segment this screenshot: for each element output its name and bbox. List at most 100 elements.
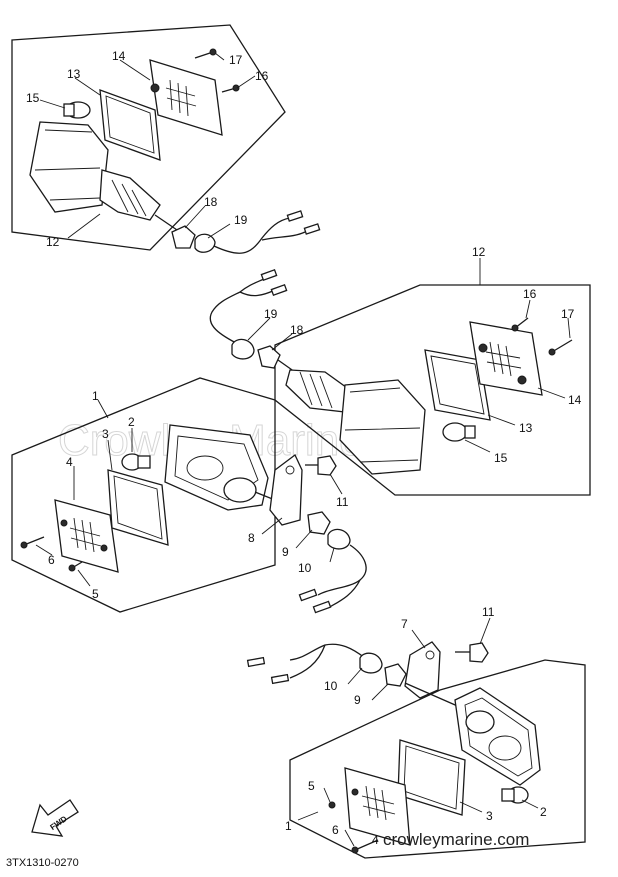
label-14: 14 xyxy=(568,393,582,407)
label-4: 4 xyxy=(372,833,379,847)
stem-threads xyxy=(111,179,147,217)
wire xyxy=(209,291,241,346)
wire xyxy=(289,644,326,679)
lens-housing xyxy=(339,379,426,475)
cover-grille-4 xyxy=(69,517,102,553)
label-19: 19 xyxy=(234,213,248,227)
cover-grille-14 xyxy=(485,341,522,377)
connector xyxy=(286,210,304,222)
wire xyxy=(317,544,367,596)
label-16: 16 xyxy=(255,69,269,83)
bulb-base-2 xyxy=(501,788,515,802)
bolt xyxy=(404,682,463,709)
fwd-arrow-icon xyxy=(31,799,79,837)
bracket-7 xyxy=(404,641,441,699)
assembly-outline xyxy=(289,659,586,859)
bracket-8 xyxy=(269,453,303,526)
nut-18 xyxy=(171,225,196,249)
stem xyxy=(99,169,161,221)
label-5: 5 xyxy=(92,587,99,601)
label-6: 6 xyxy=(48,553,55,567)
wire xyxy=(239,289,276,297)
nut-9 xyxy=(384,663,407,687)
label-17: 17 xyxy=(561,307,575,321)
label-14: 14 xyxy=(112,49,126,63)
connector xyxy=(260,268,278,282)
cover-grille-14 xyxy=(165,79,197,117)
label-11: 11 xyxy=(482,605,495,619)
gasket-3 xyxy=(397,739,466,816)
cover-4 xyxy=(54,499,119,573)
label-7: 7 xyxy=(401,617,408,631)
connector xyxy=(298,588,318,602)
cover-grille-4 xyxy=(361,785,396,821)
label-2: 2 xyxy=(540,805,547,819)
nut-9 xyxy=(307,511,331,535)
assembly-outline xyxy=(11,24,286,251)
lens-ridges xyxy=(34,129,101,201)
connector xyxy=(246,656,266,668)
label-16: 16 xyxy=(523,287,537,301)
bulb-base-15 xyxy=(63,103,75,117)
label-19: 19 xyxy=(264,307,278,321)
stem xyxy=(285,369,351,413)
label-15: 15 xyxy=(494,451,508,465)
label-11: 11 xyxy=(336,495,349,509)
fwd-arrow: FWD xyxy=(31,799,79,837)
label-10: 10 xyxy=(298,561,312,575)
connector xyxy=(270,673,290,685)
grommet-10 xyxy=(359,652,383,674)
assembly-middle-right: 12 16 17 14 13 15 19 18 xyxy=(209,245,591,496)
screw-5 xyxy=(328,801,336,809)
nut-11 xyxy=(317,455,337,476)
grommet-10 xyxy=(327,528,351,550)
label-15: 15 xyxy=(26,91,40,105)
screw-6 xyxy=(354,839,379,851)
wire xyxy=(213,217,291,254)
label-18: 18 xyxy=(290,323,304,337)
label-9: 9 xyxy=(282,545,289,559)
cover-14 xyxy=(469,321,543,396)
label-8: 8 xyxy=(248,531,255,545)
bulb-15 xyxy=(442,422,468,442)
wire xyxy=(261,231,306,241)
lens-housing xyxy=(29,121,109,213)
label-18: 18 xyxy=(204,195,218,209)
gasket-13 xyxy=(99,89,161,161)
label-5: 5 xyxy=(308,779,315,793)
socket xyxy=(223,477,257,503)
wire xyxy=(239,277,267,293)
screw-6 xyxy=(23,536,45,546)
wire xyxy=(327,579,361,609)
lens-ridges xyxy=(344,387,421,463)
label-1: 1 xyxy=(285,819,292,833)
connector xyxy=(312,600,332,614)
assembly-top-left: 17 16 14 13 15 12 18 19 xyxy=(11,24,321,254)
nut-18 xyxy=(257,345,281,369)
diagram-code: 3TX1310-0270 xyxy=(6,857,79,869)
stem-threads xyxy=(299,371,333,409)
connector xyxy=(270,283,288,297)
label-2: 2 xyxy=(128,415,135,429)
label-13: 13 xyxy=(519,421,533,435)
label-6: 6 xyxy=(332,823,339,837)
assembly-bottom-right: 7 11 10 9 5 6 1 4 3 2 xyxy=(246,605,586,859)
label-10: 10 xyxy=(324,679,338,693)
assembly-middle-left: 1 2 3 4 6 5 8 9 10 11 xyxy=(11,377,367,614)
wire xyxy=(289,643,366,661)
gasket-13 xyxy=(424,349,491,421)
label-12: 12 xyxy=(46,235,60,249)
connector xyxy=(303,223,321,235)
label-17: 17 xyxy=(229,53,243,67)
label-1: 1 xyxy=(92,389,99,403)
cover-4 xyxy=(344,767,411,846)
assembly-outline xyxy=(11,377,276,613)
nut-11 xyxy=(469,642,489,663)
label-9: 9 xyxy=(354,693,361,707)
screw-17 xyxy=(551,339,573,353)
bolt xyxy=(154,214,181,233)
label-13: 13 xyxy=(67,67,81,81)
socket xyxy=(465,710,495,734)
label-3: 3 xyxy=(486,809,493,823)
